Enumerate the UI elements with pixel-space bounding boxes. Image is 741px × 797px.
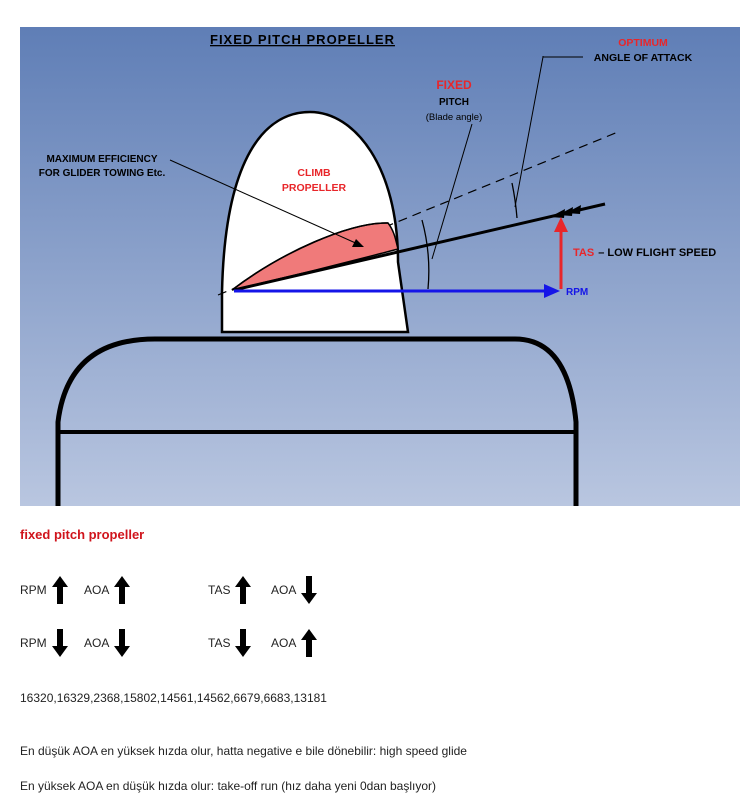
arrow-up-icon [235,576,252,604]
tas-arrowhead [554,217,568,232]
relation-label: RPM [20,636,47,650]
relation-label: AOA [271,583,297,597]
max-eff-arrowhead [352,239,364,247]
airflow-arrowhead-2 [558,207,573,216]
relation-label: RPM [20,583,47,597]
chord-line [217,131,619,296]
tas-label: TAS– LOW FLIGHT SPEED [573,247,716,259]
relation-label: AOA [84,636,110,650]
climb-label: CLIMB [297,167,331,179]
relation-item: TAS [208,573,252,607]
pitch-label: PITCH [439,97,469,108]
diagram-title: FIXED PITCH PROPELLER [210,32,395,47]
propeller-label: PROPELLER [282,182,347,194]
relative-airflow-line [233,202,606,292]
relation-item: AOA [271,626,318,660]
airflow-arrowhead-3 [566,205,581,214]
relation-item: AOA [84,573,131,607]
pitch-angle-arc [421,219,430,290]
arrow-down-icon [114,629,131,657]
id-list: 16320,16329,2368,15802,14561,14562,6679,… [20,691,327,705]
arrow-down-icon [301,576,318,604]
max-efficiency-label-2: FOR GLIDER TOWING Etc. [39,168,166,179]
pitch-leader-line [431,123,473,260]
relation-item: TAS [208,626,252,660]
max-efficiency-label-1: MAXIMUM EFFICIENCY [46,154,157,165]
fixed-label: FIXED [436,78,472,92]
relation-label: AOA [84,583,110,597]
arrow-up-icon [114,576,131,604]
relation-item: AOA [84,626,131,660]
canopy-frame [55,336,579,506]
relation-item: RPM [20,626,69,660]
relation-label: TAS [208,636,231,650]
rpm-arrowhead [544,284,560,298]
propeller-diagram: FIXED PITCH PROPELLER RPM TAS– LOW FLIGH… [20,27,740,506]
relation-item: AOA [271,573,318,607]
arrow-up-icon [301,629,318,657]
max-eff-leader-line [169,159,361,246]
arrow-down-icon [51,629,68,657]
note-line-2: En yüksek AOA en düşük hızda olur: take-… [20,779,437,793]
blade-angle-label: (Blade angle) [426,112,483,123]
aoa-angle-arc [511,182,518,219]
relation-label: TAS [208,583,231,597]
note-line-1: En düşük AOA en yüksek hızda olur, hatta… [20,744,467,758]
section-heading: fixed pitch propeller [20,527,145,542]
airflow-arrowhead-1 [550,209,565,218]
relation-item: RPM [20,573,69,607]
angle-of-attack-label: ANGLE OF ATTACK [594,52,693,64]
relation-label: AOA [271,636,297,650]
rpm-label: RPM [566,287,588,298]
blade-upper-surface [231,222,389,291]
arrow-down-icon [235,629,252,657]
arrow-up-icon [51,576,68,604]
optimum-label: OPTIMUM [618,37,668,49]
